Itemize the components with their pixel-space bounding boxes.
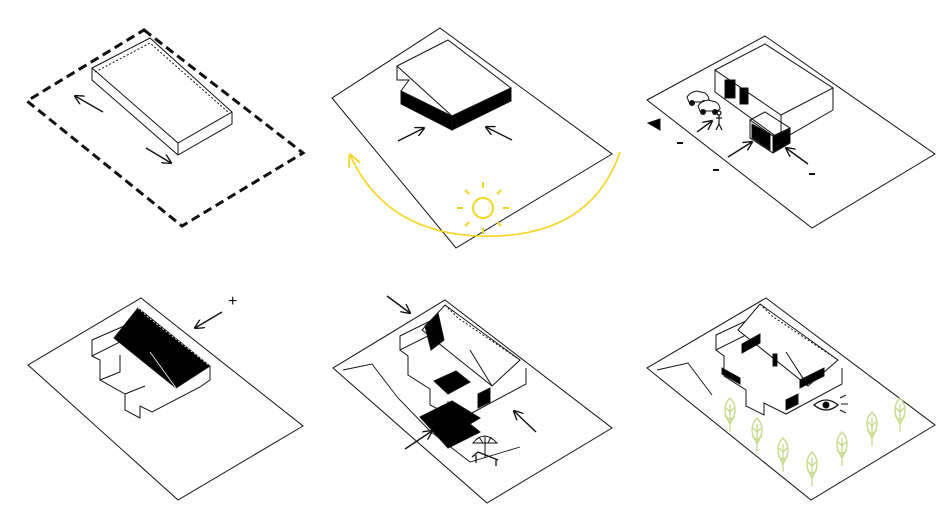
window-dark <box>741 333 761 354</box>
arrow-sun-left <box>397 128 424 142</box>
sun-icon <box>457 182 509 234</box>
panel-terraces-garden <box>332 295 613 504</box>
window-dark <box>772 353 778 367</box>
tree-icon <box>806 451 818 486</box>
window-dark <box>799 367 825 389</box>
terrace-dark <box>433 370 471 395</box>
house-volume <box>399 304 527 415</box>
arrow-nw <box>386 295 410 313</box>
plot-boundary-dashed <box>24 28 306 228</box>
panel-site-orientation <box>24 28 306 228</box>
plot-boundary <box>331 27 613 249</box>
plot-boundary <box>646 297 936 501</box>
plot-boundary <box>646 35 936 229</box>
patio-dark <box>419 400 481 449</box>
sunbed-icon <box>471 451 499 466</box>
window-dark <box>477 387 491 409</box>
building-volume <box>396 39 512 131</box>
building-volume <box>714 43 834 141</box>
tree-icon <box>836 431 848 466</box>
tree-icons <box>724 397 906 486</box>
arrow-access <box>696 121 712 133</box>
garden-edge <box>342 363 521 463</box>
panel-access-parking <box>646 35 936 229</box>
direction-flag-icon <box>646 118 661 131</box>
arrow-se <box>514 411 537 433</box>
arrow-sw <box>404 431 432 450</box>
window-dark <box>721 367 741 385</box>
arrow-west <box>75 96 104 113</box>
south-facade-dark <box>400 90 453 131</box>
arrow-side <box>786 148 809 165</box>
tree-icon <box>724 397 736 432</box>
tree-icon <box>894 397 906 432</box>
person-icon <box>715 110 723 131</box>
building-volume <box>91 37 233 156</box>
sun-arc <box>350 151 621 237</box>
panel-solar-path <box>331 27 621 249</box>
plot-boundary <box>27 297 304 501</box>
tree-icon <box>866 411 878 446</box>
plot-boundary <box>332 299 613 504</box>
arrow-roof <box>195 311 223 328</box>
arrow-east <box>145 147 171 163</box>
tree-icon <box>777 437 789 472</box>
tree-icon <box>751 417 763 452</box>
minus-marks <box>677 142 815 175</box>
panel-views-greenery <box>646 297 936 501</box>
plus-label: + <box>228 293 237 310</box>
house-volume <box>91 307 211 419</box>
window-dark <box>785 393 799 411</box>
arrow-sun-right <box>486 127 513 141</box>
arrow-entrance <box>727 142 752 158</box>
pitched-roof-dark <box>113 307 211 389</box>
panel-roof-volume: + <box>27 293 304 501</box>
house-volume <box>715 303 843 416</box>
garden-edge <box>656 362 713 396</box>
window-dark <box>424 312 445 351</box>
eye-icon <box>812 394 848 414</box>
entrance-volume <box>749 111 792 154</box>
